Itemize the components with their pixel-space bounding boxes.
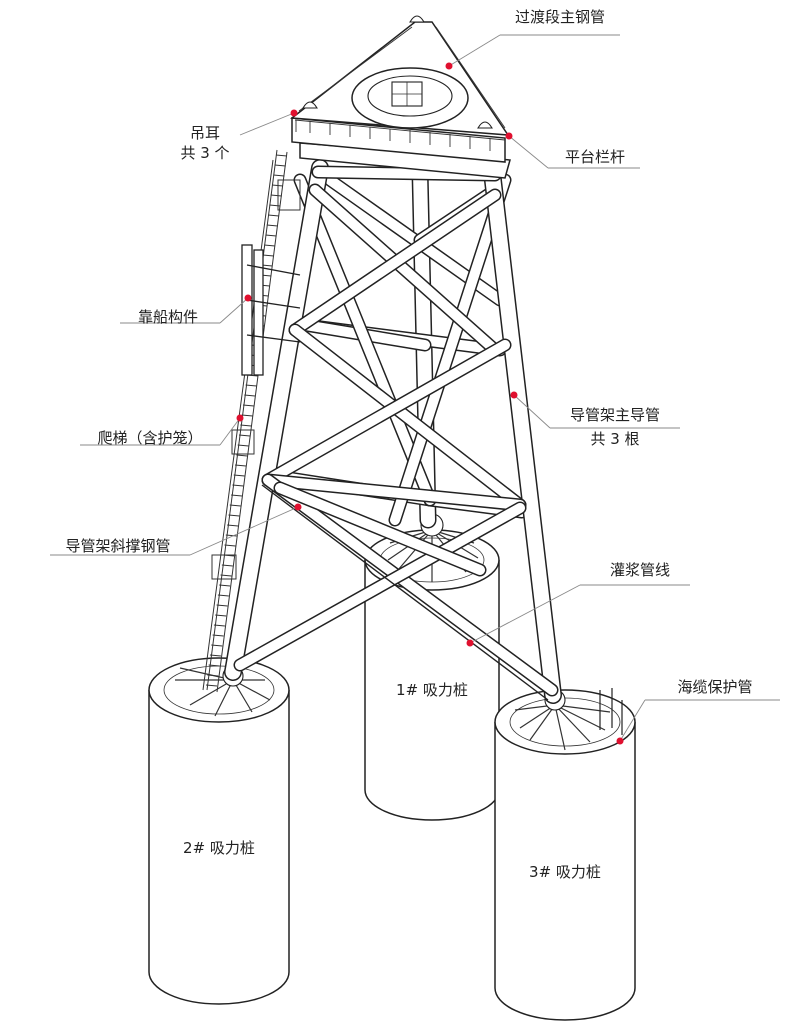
ladder-rung [233,474,245,477]
ladder-rung [273,174,285,177]
brace-front-6 [233,501,527,672]
callout-railing: 平台栏杆 [505,132,640,169]
ladder-rung [266,224,278,227]
ladder-rung [229,504,241,507]
ladder-label: 爬梯（含护笼） [97,429,202,447]
ladder-rung [213,624,225,627]
ladder-rung [241,414,253,417]
callout-transition: 过渡段主钢管 [445,8,620,70]
grout-label: 灌浆管线 [610,561,670,579]
ladder-rung [207,674,219,677]
ladder-rung [264,244,276,247]
brace-front-5 [261,473,559,697]
ladder-rung [270,194,282,197]
ladder-rung [231,494,243,497]
ladder-rung [235,464,247,467]
callout-cable: 海缆保护管 [616,678,780,745]
boat-landing [241,244,301,376]
jacket-tubes [224,159,562,704]
ladder-rung [221,564,233,567]
brace-front-1 [308,183,502,357]
brace-front-3 [288,323,527,512]
ladder-rung [275,154,288,157]
callout-grout: 灌浆管线 [466,561,690,647]
callout-lifting-eye: 吊耳 共 3 个 [180,109,298,162]
ladder-rung [216,604,228,607]
brace-front-2 [288,188,502,337]
main-leg-count: 共 3 根 [590,430,639,448]
main-leg-left [224,159,329,681]
horizontal-mid [261,473,527,512]
ladder-rung [232,484,244,487]
ladder-rung [215,614,227,617]
grout-line [261,484,549,701]
ladder-rung [211,644,223,647]
ladder-rung [262,254,274,257]
ladder-rung [209,654,222,657]
ladder-rung [220,574,232,577]
ladder-rung [219,584,231,587]
brace-label: 导管架斜撑钢管 [65,537,170,555]
ladder-rung [244,394,256,397]
ladder-rung [265,234,277,237]
ladder-rung [245,384,257,387]
pile-3-label: 3# 吸力桩 [529,863,601,881]
ladder-rung [238,434,251,437]
ladder-rung [242,404,255,407]
horizontal-low [273,481,487,577]
pile-3 [494,689,636,1021]
ladder-rung [212,634,224,637]
ladder-rung [269,204,281,207]
ladder-rung [274,164,286,167]
brace-front-4 [261,338,512,487]
boat-landing-label: 靠船构件 [138,308,198,326]
ladder-rung [205,684,218,687]
ladder-rung [225,534,237,537]
cable-protection-tube [599,688,623,735]
callout-main-leg: 导管架主导管 共 3 根 [510,391,680,448]
ladder-rung [208,664,220,667]
ladder-rung [268,214,280,217]
lifting-eye-count: 共 3 个 [180,144,229,162]
callout-boat-landing: 靠船构件 [120,294,252,326]
cable-label: 海缆保护管 [677,678,752,696]
callout-brace: 导管架斜撑钢管 [50,503,302,556]
pile-2-label: 2# 吸力桩 [183,839,255,857]
transition-piece [290,15,511,179]
ladder-rung [228,514,240,517]
ladder-rung [217,594,229,597]
pile-1-label: 1# 吸力桩 [396,681,468,699]
ladder-rung [227,524,239,527]
ladder-rung [237,444,249,447]
callout-ladder: 爬梯（含护笼） [80,414,244,447]
ladder-rung [240,424,252,427]
pile-2 [148,657,290,1005]
brace-back-3 [293,173,437,507]
brace-back-4 [388,173,512,527]
ladder-rung [224,544,236,547]
ladder-rung [236,454,248,457]
callouts: 过渡段主钢管 平台栏杆 吊耳 共 3 个 靠船构件 爬梯（含护笼） [50,8,780,745]
lifting-eye-label: 吊耳 [190,124,220,142]
railing-label: 平台栏杆 [565,148,625,166]
main-leg-right [483,163,562,704]
transition-label: 过渡段主钢管 [515,8,605,26]
main-leg-label: 导管架主导管 [570,406,660,424]
